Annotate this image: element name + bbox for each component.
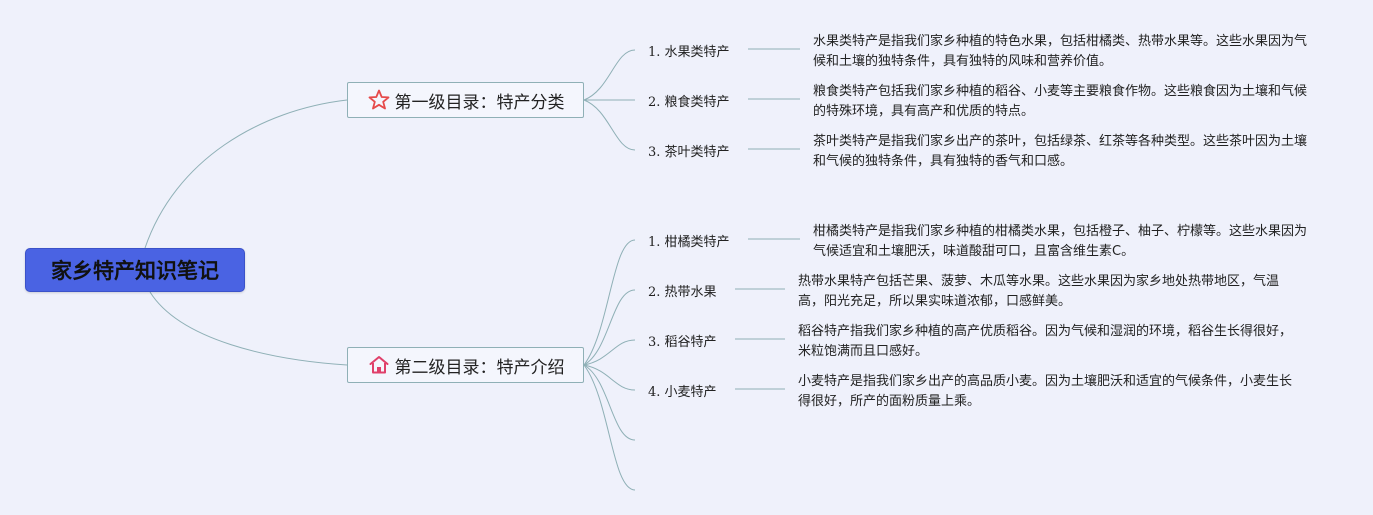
connector-b2-item-2 [583,289,636,366]
branch-title: 第二级目录：特产介绍 [394,357,565,378]
root-node[interactable]: 家乡特产知识笔记 [25,248,245,292]
branch-title: 第一级目录：特产分类 [394,92,565,113]
leaf-node[interactable]: 2. 粮食类特产 [648,95,730,110]
connector-root-branch-2 [149,291,348,366]
leaf-description: 茶叶类特产是指我们家乡出产的茶叶，包括绿茶、红茶等各种类型。这些茶叶因为土壤和气… [813,134,1308,169]
house-icon [367,353,391,377]
leaf-description: 小麦特产是指我们家乡出产的高品质小麦。因为土壤肥沃和适宜的气候条件，小麦生长得很… [798,374,1293,409]
leaf-node[interactable]: 1. 柑橘类特产 [648,235,730,250]
leaf-description: 水果类特产是指我们家乡种植的特色水果，包括柑橘类、热带水果等。这些水果因为气候和… [813,34,1308,69]
star-icon [367,88,391,112]
connector-b1-item-1 [583,49,636,101]
connector-b2-item-6 [583,364,636,491]
connector-b2-item-5 [583,364,636,441]
connector-b1-item-3 [583,99,636,151]
connector-b2-item-1 [583,239,636,366]
leaf-node[interactable]: 4. 小麦特产 [648,385,717,400]
branch-node-1[interactable]: 第一级目录：特产分类 [347,82,584,118]
connector-b2-item-4 [583,364,636,391]
leaf-node[interactable]: 3. 茶叶类特产 [648,145,730,160]
leaf-description: 粮食类特产包括我们家乡种植的稻谷、小麦等主要粮食作物。这些粮食因为土壤和气候的特… [813,84,1308,119]
leaf-node[interactable]: 3. 稻谷特产 [648,335,717,350]
leaf-node[interactable]: 1. 水果类特产 [648,45,730,60]
branch-node-2[interactable]: 第二级目录：特产介绍 [347,347,584,383]
leaf-description: 热带水果特产包括芒果、菠萝、木瓜等水果。这些水果因为家乡地处热带地区，气温高，阳… [798,274,1280,309]
leaf-node[interactable]: 2. 热带水果 [648,285,717,300]
connector-root-branch-1 [144,99,348,249]
root-title: 家乡特产知识笔记 [51,259,219,283]
connector-b2-item-3 [583,339,636,366]
leaf-description: 稻谷特产指我们家乡种植的高产优质稻谷。因为气候和湿润的环境，稻谷生长得很好，米粒… [798,324,1293,359]
leaf-description: 柑橘类特产是指我们家乡种植的柑橘类水果，包括橙子、柚子、柠檬等。这些水果因为气候… [813,224,1308,259]
